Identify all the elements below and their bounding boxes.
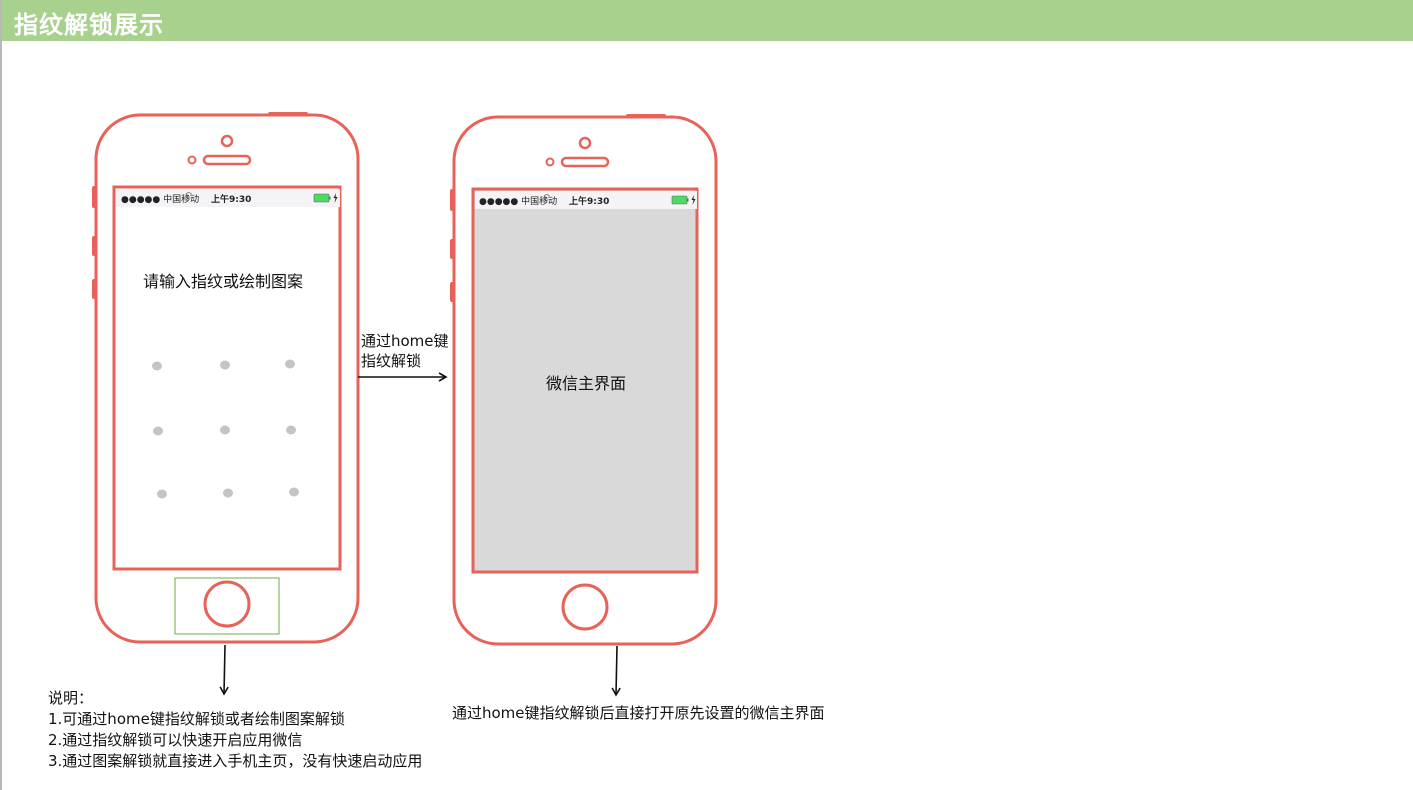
pattern-dot[interactable]	[286, 426, 296, 435]
pattern-dot[interactable]	[157, 490, 167, 499]
battery-icon-left	[314, 194, 329, 202]
note-item-1: 1.可通过home键指纹解锁或者绘制图案解锁	[48, 709, 345, 729]
pattern-dot[interactable]	[285, 360, 295, 369]
time-label-right: 上午9:30	[569, 194, 609, 207]
pattern-dot[interactable]	[223, 489, 233, 498]
wechat-main-label: 微信主界面	[546, 374, 626, 394]
battery-tip-right	[687, 199, 689, 202]
battery-tip-left	[329, 197, 331, 200]
wifi-icon-right: ⌔	[542, 192, 551, 205]
pattern-dot[interactable]	[153, 427, 163, 436]
battery-icon-right	[672, 196, 687, 204]
notes-heading: 说明：	[48, 688, 93, 708]
pattern-dot[interactable]	[220, 426, 230, 435]
pattern-dot[interactable]	[152, 362, 162, 371]
phone-left-screen	[114, 187, 340, 569]
arrow-label-line2: 指纹解锁	[361, 351, 421, 371]
pattern-dot[interactable]	[220, 361, 230, 370]
unlock-prompt: 请输入指纹或绘制图案	[143, 272, 303, 292]
wifi-icon-left: ⌔	[184, 190, 193, 203]
arrow-down-right	[616, 646, 617, 695]
home-button-right[interactable]	[563, 585, 607, 629]
note-item-2: 2.通过指纹解锁可以快速开启应用微信	[48, 730, 302, 750]
note-item-3: 3.通过图案解锁就直接进入手机主页，没有快速启动应用	[48, 751, 422, 771]
home-button-left[interactable]	[205, 582, 249, 626]
pattern-dot[interactable]	[289, 488, 299, 497]
arrow-label-line1: 通过home键	[361, 331, 449, 351]
time-label-left: 上午9:30	[211, 192, 251, 205]
arrow-down-left	[224, 645, 225, 694]
right-note: 通过home键指纹解锁后直接打开原先设置的微信主界面	[452, 703, 825, 723]
